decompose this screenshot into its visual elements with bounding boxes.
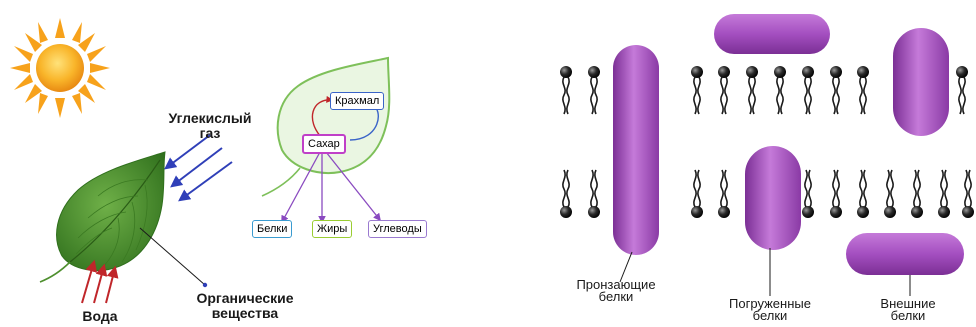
transmembrane-label-text: Пронзающие белки (576, 277, 655, 304)
starch-box: Крахмал (330, 92, 384, 110)
embedded-protein-right (893, 28, 949, 136)
fats-box-label: Жиры (317, 223, 347, 235)
carbs-box: Углеводы (368, 220, 427, 238)
peripheral-protein-top (714, 14, 830, 54)
embedded-label-text: Погруженные белки (729, 296, 811, 323)
water-label: Вода (70, 309, 130, 324)
peripheral-label-text: Внешние белки (880, 296, 935, 323)
peripheral-protein-bottom (846, 233, 964, 275)
membrane-proteins (613, 14, 964, 275)
transmembrane-protein (613, 45, 659, 255)
peripheral-label: Внешние белки (868, 298, 948, 322)
leaf-icon (40, 152, 165, 282)
organic-pointer (140, 228, 207, 287)
sugar-box-label: Сахар (308, 138, 340, 150)
co2-arrows (166, 135, 232, 200)
proteins-box: Белки (252, 220, 292, 238)
embedded-protein-lower (745, 146, 801, 250)
organic-label-text: Органические вещества (196, 290, 293, 321)
sugar-box: Сахар (302, 134, 346, 154)
embedded-label: Погруженные белки (712, 298, 828, 322)
transmembrane-label: Пронзающие белки (566, 279, 666, 303)
proteins-box-label: Белки (257, 223, 287, 235)
fats-box: Жиры (312, 220, 352, 238)
starch-box-label: Крахмал (335, 95, 379, 107)
organic-label: Органические вещества (190, 291, 300, 321)
water-label-text: Вода (82, 308, 117, 324)
carbs-box-label: Углеводы (373, 223, 422, 235)
co2-label: Углекислый газ (160, 111, 260, 141)
sun-icon (10, 18, 110, 118)
co2-label-text: Углекислый газ (168, 110, 251, 141)
